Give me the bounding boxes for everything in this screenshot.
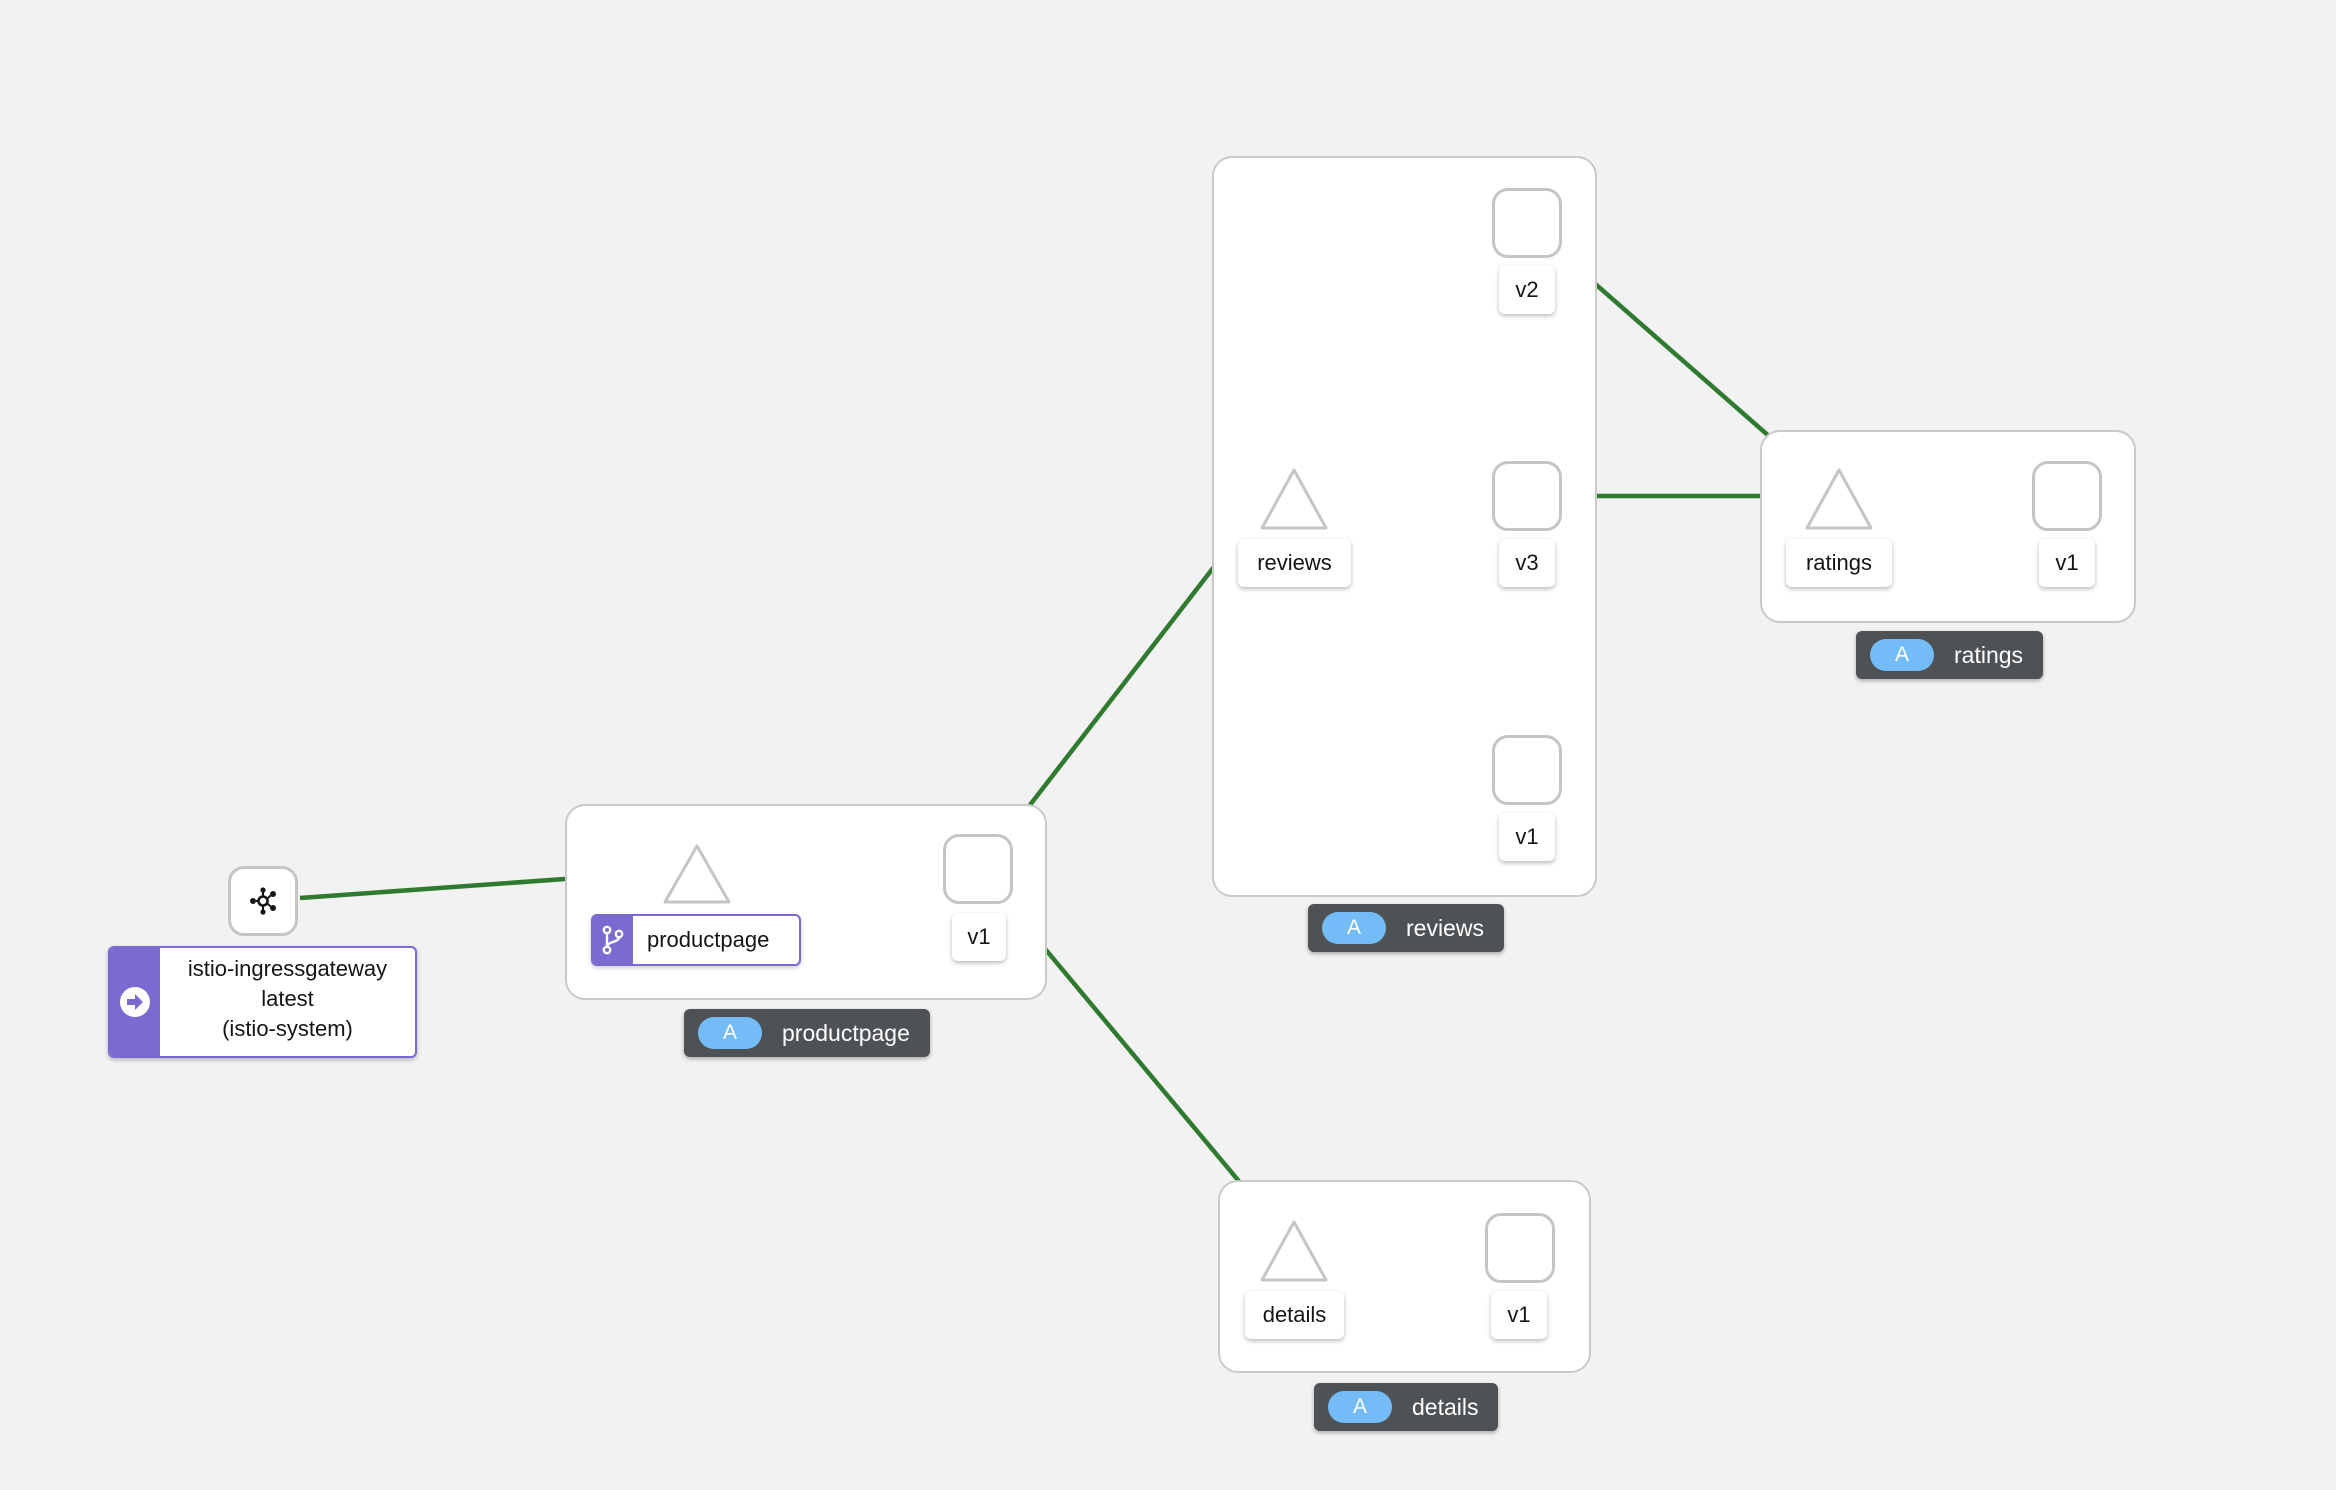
edge-productpage-v1-to-details[interactable] (1004, 900, 1285, 1236)
ratings-service-label[interactable]: ratings (1786, 539, 1892, 587)
virtual-service-branch-icon (602, 925, 624, 955)
gateway-version: latest (261, 986, 314, 1011)
gateway-name: istio-ingressgateway (187, 956, 388, 981)
arrow-right-circle-icon (120, 987, 150, 1017)
ingress-gateway-label[interactable]: istio-ingressgateway latest (istio-syste… (108, 946, 417, 1058)
ratings-app-badge[interactable]: A ratings (1856, 631, 2044, 679)
gateway-namespace: (istio-system) (222, 1016, 353, 1041)
productpage-service-label-text: productpage (647, 927, 770, 952)
reviews-v1-label: v1 (1499, 813, 1555, 861)
reviews-v2-node[interactable] (1492, 188, 1562, 258)
reviews-service-label[interactable]: reviews (1238, 539, 1351, 587)
ingress-gateway-node[interactable] (228, 866, 298, 936)
vs-icon-strip (593, 916, 633, 964)
app-type-pill: A (1322, 912, 1386, 944)
details-v1-node[interactable] (1485, 1213, 1555, 1283)
app-name: reviews (1406, 914, 1484, 941)
ratings-v1-label: v1 (2039, 539, 2095, 587)
productpage-service-label[interactable]: productpage (591, 914, 801, 966)
ingress-gateway-icon (250, 887, 276, 915)
gateway-label-icon-strip (110, 948, 160, 1056)
details-v1-label: v1 (1491, 1291, 1547, 1339)
productpage-v1-label: v1 (952, 913, 1006, 961)
edge-group (299, 251, 2032, 1252)
gateway-label-text: istio-ingressgateway latest (istio-syste… (160, 948, 415, 1056)
ratings-v1-node[interactable] (2032, 461, 2102, 531)
details-app-badge[interactable]: A details (1314, 1383, 1499, 1431)
reviews-app-badge[interactable]: A reviews (1308, 904, 1504, 952)
edge-productpage-v1-to-reviews[interactable] (1004, 526, 1246, 838)
app-name: details (1412, 1393, 1479, 1420)
app-name: productpage (782, 1019, 910, 1046)
reviews-v3-node[interactable] (1492, 461, 1562, 531)
app-type-pill: A (698, 1017, 762, 1049)
details-service-label[interactable]: details (1245, 1291, 1344, 1339)
reviews-v3-label: v3 (1499, 539, 1555, 587)
app-type-pill: A (1328, 1391, 1392, 1423)
productpage-v1-node[interactable] (943, 834, 1013, 904)
reviews-v1-node[interactable] (1492, 735, 1562, 805)
app-name: ratings (1954, 641, 2024, 668)
app-type-pill: A (1870, 639, 1934, 671)
productpage-app-badge[interactable]: A productpage (684, 1009, 930, 1057)
reviews-v2-label: v2 (1499, 266, 1555, 314)
